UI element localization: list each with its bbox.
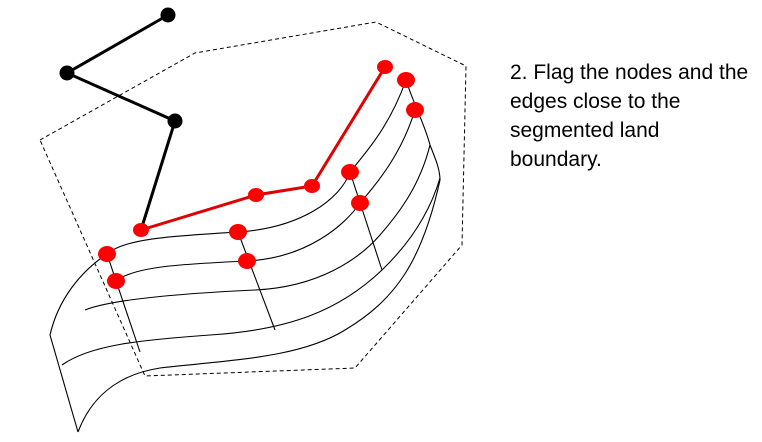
flagged-node <box>406 102 424 118</box>
mesh-cross-mid <box>237 231 276 331</box>
flagged-node <box>397 72 415 88</box>
mesh-curve-2 <box>115 109 416 282</box>
unflagged-path <box>63 13 177 231</box>
flagged-node <box>238 253 256 269</box>
mesh-curve-top <box>106 79 407 255</box>
flagged-nodes <box>98 60 424 289</box>
mesh-right-edge <box>405 79 441 181</box>
flagged-node <box>377 60 393 74</box>
flagged-path <box>140 66 387 232</box>
unflagged-node <box>59 65 75 81</box>
terrain-surface-mesh <box>49 79 441 433</box>
mesh-curve-3 <box>84 144 431 311</box>
flagged-node <box>351 195 369 211</box>
mesh-cross-right <box>349 171 383 271</box>
mesh-curve-bottom <box>77 179 441 433</box>
mesh-curve-4 <box>61 177 441 366</box>
unflagged-node <box>167 113 183 129</box>
flagged-node <box>133 223 149 237</box>
flagged-node <box>229 224 247 240</box>
unflagged-node <box>160 7 176 23</box>
mesh-left-edge <box>49 253 108 433</box>
mesh-cross-left <box>106 253 141 353</box>
flagged-node <box>107 273 125 289</box>
flagged-node <box>304 179 320 193</box>
step-caption: 2. Flag the nodes and the edges close to… <box>510 61 749 171</box>
flagged-node <box>248 188 264 202</box>
flagged-node <box>341 164 359 180</box>
flagged-node <box>98 246 116 262</box>
